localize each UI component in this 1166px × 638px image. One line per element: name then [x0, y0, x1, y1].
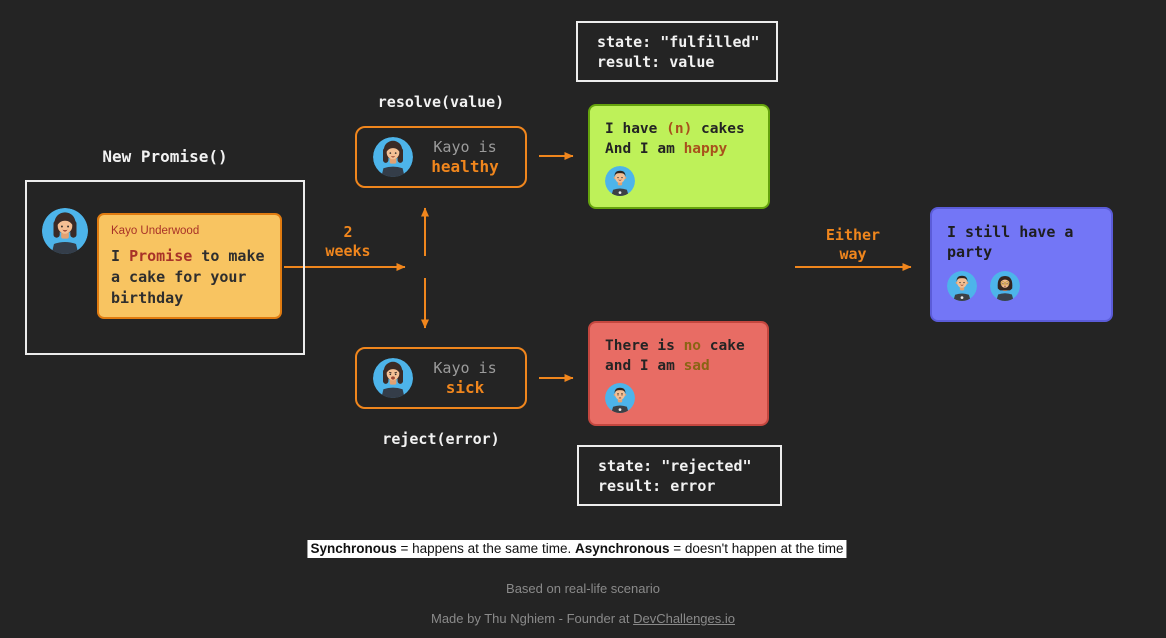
healthy-state: healthy [431, 156, 499, 176]
party-avatars [947, 271, 1096, 301]
rejected-card-line2: and I am sad [605, 356, 752, 376]
kayo-avatar-icon [42, 208, 88, 254]
rejected-card-line1: There is no cake [605, 336, 752, 356]
text-segment-accent: sad [683, 358, 710, 374]
sad-man-avatar-icon [605, 383, 635, 413]
text-segment: And I am [605, 141, 684, 157]
promise-message: I Promise to make a cake for your birthd… [111, 246, 268, 309]
fulfilled-result-line: result: value [597, 52, 715, 71]
fulfilled-card-line2: And I am happy [605, 139, 753, 159]
sync-term: Synchronous [310, 541, 397, 556]
healthy-subject: Kayo is [433, 137, 497, 156]
text-segment-accent: Promise [129, 247, 193, 265]
based-on-note: Based on real-life scenario [506, 581, 660, 596]
text-segment: to make a cake for your birthday [111, 247, 265, 307]
rejected-result-card: There is no cake and I am sad [588, 321, 769, 426]
text-segment: I have [605, 121, 667, 137]
kayo-healthy-box: Kayo is healthy [355, 126, 527, 188]
sick-subject: Kayo is [433, 358, 497, 377]
two-weeks-label: 2 weeks [310, 223, 386, 261]
text-segment: I [111, 247, 130, 265]
async-definition: = doesn't happen at the time [669, 541, 844, 556]
either-line2: way [839, 245, 867, 263]
kayo-sick-avatar-icon [373, 358, 413, 398]
duration-unit: weeks [325, 242, 371, 260]
promise-message-card: Kayo Underwood I Promise to make a cake … [97, 213, 282, 319]
text-segment: There is [605, 338, 684, 354]
rejected-result-line: result: error [598, 476, 716, 495]
new-promise-title: New Promise() [102, 147, 228, 166]
either-way-label: Either way [820, 226, 886, 264]
text-segment-accent: no [683, 338, 702, 354]
kayo-happy-avatar-icon [373, 137, 413, 177]
text-segment: cake [701, 338, 745, 354]
text-segment-accent: happy [683, 141, 728, 157]
healthy-box-text: Kayo is healthy [413, 138, 517, 177]
fulfilled-result-card: I have (n) cakes And I am happy [588, 104, 770, 209]
sick-box-text: Kayo is sick [413, 359, 517, 398]
promise-author: Kayo Underwood [111, 225, 200, 237]
new-promise-box [25, 180, 305, 355]
happy-man-avatar-icon [947, 271, 977, 301]
text-segment: cakes [692, 121, 745, 137]
resolve-label: resolve(value) [377, 93, 505, 111]
sync-definition: = happens at the same time. [396, 541, 575, 556]
rejected-state-line: state: "rejected" [598, 456, 752, 475]
glasses-woman-avatar-icon [990, 271, 1020, 301]
text-segment: and I am [605, 358, 684, 374]
devchallenges-link[interactable]: DevChallenges.io [633, 611, 735, 626]
reject-label: reject(error) [382, 430, 500, 448]
fulfilled-card-line1: I have (n) cakes [605, 119, 753, 139]
party-text: I still have a party [947, 223, 1074, 261]
kayo-sick-box: Kayo is sick [355, 347, 527, 409]
duration-value: 2 [343, 223, 353, 241]
sync-async-note: Synchronous = happens at the same time. … [307, 540, 847, 558]
fulfilled-state-line: state: "fulfilled" [597, 32, 760, 51]
text-segment-accent: (n) [666, 121, 693, 137]
sick-state: sick [445, 377, 485, 397]
party-card: I still have a party [930, 207, 1113, 322]
async-term: Asynchronous [574, 541, 670, 556]
credit-note: Made by Thu Nghiem - Founder at DevChall… [0, 611, 1166, 626]
credit-text: Made by Thu Nghiem - Founder at [431, 611, 634, 626]
fulfilled-state-box: state: "fulfilled" result: value [576, 21, 778, 82]
happy-man-avatar-icon [605, 166, 635, 196]
either-line1: Either [825, 226, 881, 244]
rejected-state-box: state: "rejected" result: error [577, 445, 782, 506]
